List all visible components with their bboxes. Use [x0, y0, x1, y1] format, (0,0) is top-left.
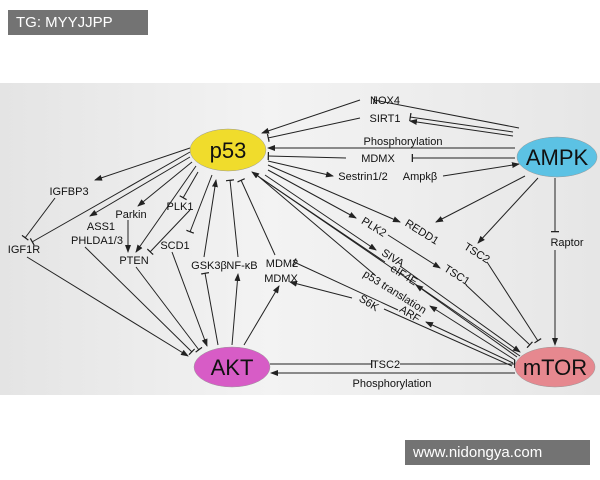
mtor-label: mTOR [523, 355, 587, 380]
label-plk1: PLK1 [167, 201, 194, 213]
label-phosphorylation-bottom: Phosphorylation [353, 378, 432, 390]
label-raptor: Raptor [550, 237, 583, 249]
ampk-label: AMPK [526, 145, 589, 170]
node-ampk[interactable]: AMPK [516, 136, 598, 178]
label-gsk3b: GSK3β [191, 260, 227, 272]
label-tsc2-bottom: TSC2 [372, 359, 400, 371]
label-mdm2: MDM2 [266, 258, 298, 270]
watermark-top-left: TG: MYYJJPP [8, 10, 148, 35]
label-ampkb: Ampkβ [403, 171, 437, 183]
p53-label: p53 [210, 138, 247, 163]
label-nfkb: NF-κB [226, 260, 257, 272]
label-igf1r: IGF1R [8, 244, 40, 256]
label-phlda: PHLDA1/3 [71, 235, 123, 247]
label-mdmx-top: MDMX [361, 153, 395, 165]
label-nox4: NOX4 [370, 95, 400, 107]
label-scd1: SCD1 [160, 240, 189, 252]
label-redd1: REDD1 [403, 217, 441, 247]
pathway-labels: NOX4 SIRT1 Phosphorylation MDMX Sestrin1… [8, 95, 584, 390]
label-pten: PTEN [119, 255, 148, 267]
node-akt[interactable]: AKT [193, 346, 271, 388]
node-mtor[interactable]: mTOR [514, 346, 596, 388]
label-tsc1: TSC1 [441, 263, 471, 288]
label-sestrin: Sestrin1/2 [338, 171, 388, 183]
label-phosphorylation-top: Phosphorylation [364, 136, 443, 148]
label-sirt1: SIRT1 [370, 113, 401, 125]
label-igfbp3: IGFBP3 [49, 186, 88, 198]
akt-label: AKT [211, 355, 254, 380]
label-mdmx: MDMX [264, 273, 298, 285]
node-p53[interactable]: p53 [189, 128, 267, 172]
label-ass1: ASS1 [87, 221, 115, 233]
label-plk2: PLK2 [359, 215, 388, 239]
edges [21, 96, 559, 376]
watermark-bottom-right: www.nidongya.com [405, 440, 590, 465]
label-s6k: S6K [357, 293, 382, 315]
diagram-background [0, 83, 600, 395]
label-tsc2-diagonal: TSC2 [461, 241, 491, 266]
label-parkin: Parkin [115, 209, 146, 221]
